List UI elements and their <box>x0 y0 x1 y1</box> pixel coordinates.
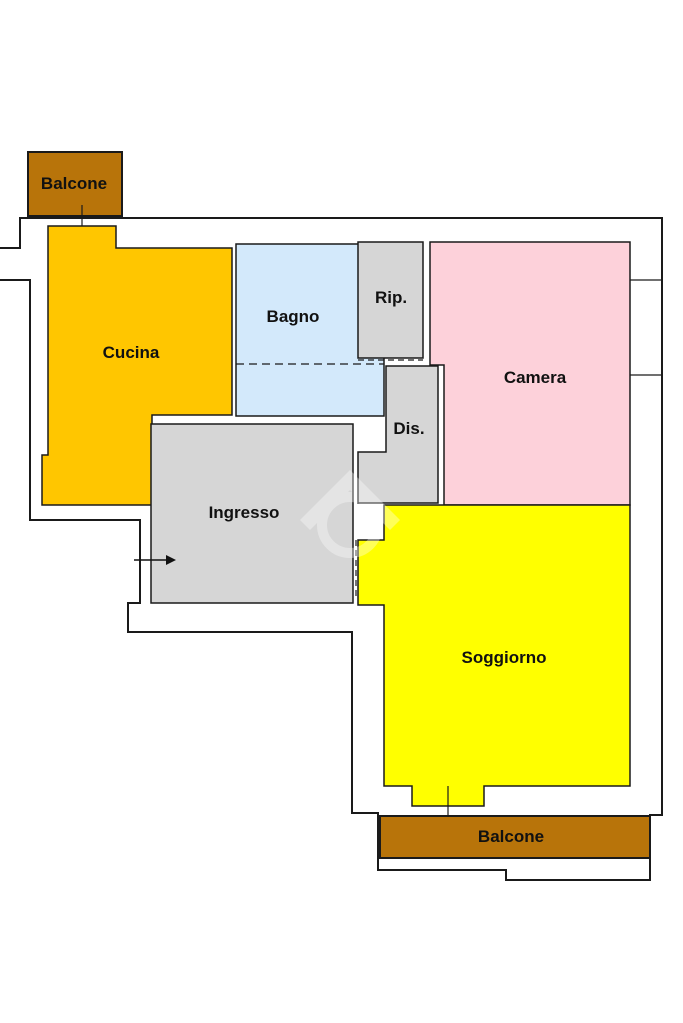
outer-wall <box>0 217 663 881</box>
label-camera: Camera <box>504 368 567 387</box>
label-rip: Rip. <box>375 288 407 307</box>
disimpegno-room <box>357 365 439 504</box>
ripostiglio-room <box>357 241 424 359</box>
arrow-right-icon <box>134 555 176 565</box>
label-dis: Dis. <box>393 419 424 438</box>
balcone-bottom-room <box>379 815 651 859</box>
label-soggiorno: Soggiorno <box>462 648 547 667</box>
ingresso-room <box>150 423 354 604</box>
label-cucina: Cucina <box>103 343 160 362</box>
soggiorno-room <box>357 504 631 807</box>
label-balcone-bottom: Balcone <box>478 827 544 846</box>
cucina-room <box>41 225 233 506</box>
label-balcone-top: Balcone <box>41 174 107 193</box>
house-logo-icon <box>300 470 400 558</box>
label-bagno: Bagno <box>267 307 320 326</box>
label-ingresso: Ingresso <box>209 503 280 522</box>
balcone-top-room <box>27 151 123 217</box>
